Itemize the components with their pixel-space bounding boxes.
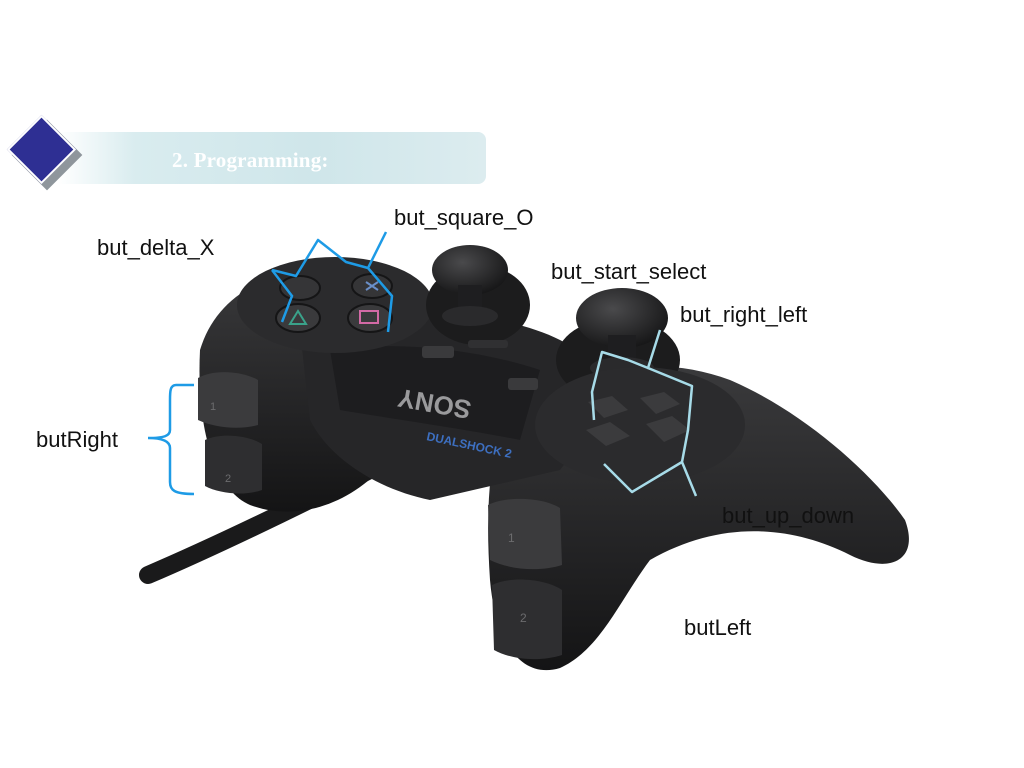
dpad-pad [535, 367, 745, 483]
triangle-symbol-icon [288, 309, 308, 325]
action-button-pad [237, 257, 433, 353]
shoulder-left-2-number: 2 [225, 473, 231, 485]
callout-right-left [590, 329, 662, 421]
right-analog-stick-cap [576, 288, 668, 348]
label-delta-x: but_delta_X [97, 235, 215, 260]
square-button [347, 303, 393, 333]
title-banner [58, 132, 486, 184]
dpad-up [588, 396, 628, 418]
callout-but-right-brace [147, 383, 195, 496]
label-right-left: but_right_left [680, 302, 808, 327]
dpad-right [640, 392, 680, 414]
label-up-down: but_up_down [722, 503, 855, 528]
shoulder-right-2-number: 2 [520, 611, 527, 625]
callout-delta-x [271, 269, 294, 323]
label-but-right: butRight [36, 427, 118, 452]
square-symbol-icon [359, 310, 379, 324]
start-button [508, 378, 538, 390]
dpad-left [586, 422, 630, 446]
shoulder-button-left-2 [205, 435, 262, 494]
callout-square-o [271, 231, 394, 333]
analog-mode-button [468, 340, 508, 348]
dpad-down [646, 416, 690, 442]
select-button [422, 346, 454, 358]
cross-symbol-icon [365, 281, 379, 291]
shoulder-right-1-number: 1 [508, 531, 515, 545]
label-square-o: but_square_O [394, 205, 534, 230]
shoulder-button-right-1 [488, 498, 562, 570]
label-but-left: butLeft [684, 615, 752, 640]
left-analog-stick-cap [432, 245, 508, 295]
shoulder-button-left-1 [198, 372, 258, 428]
shoulder-button-right-2 [492, 579, 562, 660]
slide-title: 2. Programming: [172, 148, 329, 172]
shoulder-left-1-number: 1 [210, 401, 216, 413]
label-start-select: but_start_select [551, 259, 707, 284]
callout-up-down [603, 366, 698, 497]
